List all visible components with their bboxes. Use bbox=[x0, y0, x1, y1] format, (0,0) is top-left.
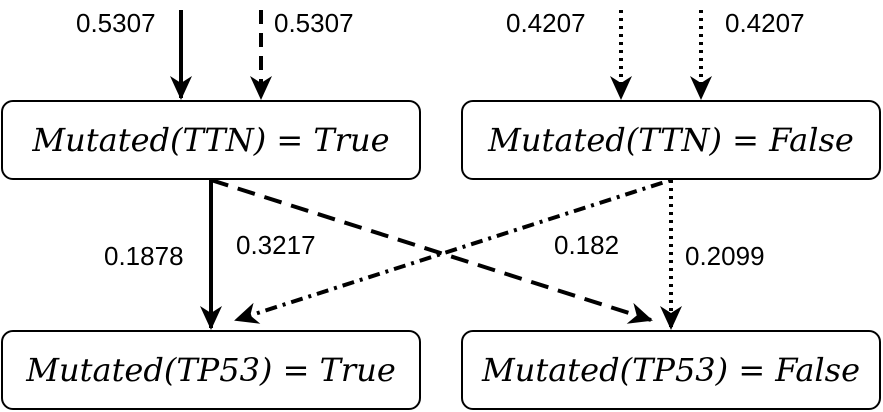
edge-label-ttn-true-to-tp53-false: 0.3217 bbox=[236, 230, 316, 260]
edge-label-ttn-false-to-tp53-true: 0.182 bbox=[554, 230, 620, 260]
node-tp53-true: Mutated(TP53) = True bbox=[1, 330, 421, 410]
edge-ttn-false-to-tp53-true bbox=[234, 178, 672, 324]
node-tp53-false: Mutated(TP53) = False bbox=[461, 330, 881, 410]
edge-label-prior-ttn-true-solid: 0.5307 bbox=[76, 8, 156, 38]
edge-label-ttn-false-to-tp53-false: 0.2099 bbox=[685, 241, 765, 271]
node-ttn-false: Mutated(TTN) = False bbox=[461, 100, 881, 180]
edge-label-ttn-true-to-tp53-true: 0.1878 bbox=[104, 241, 184, 271]
edge-label-prior-ttn-false-dotted-2: 0.4207 bbox=[725, 8, 805, 38]
edge-label-prior-ttn-false-dotted: 0.4207 bbox=[506, 8, 586, 38]
edge-ttn-true-to-tp53-false bbox=[210, 178, 653, 324]
edge-label-prior-ttn-true-dashed: 0.5307 bbox=[274, 8, 354, 38]
node-ttn-true: Mutated(TTN) = True bbox=[1, 100, 421, 180]
